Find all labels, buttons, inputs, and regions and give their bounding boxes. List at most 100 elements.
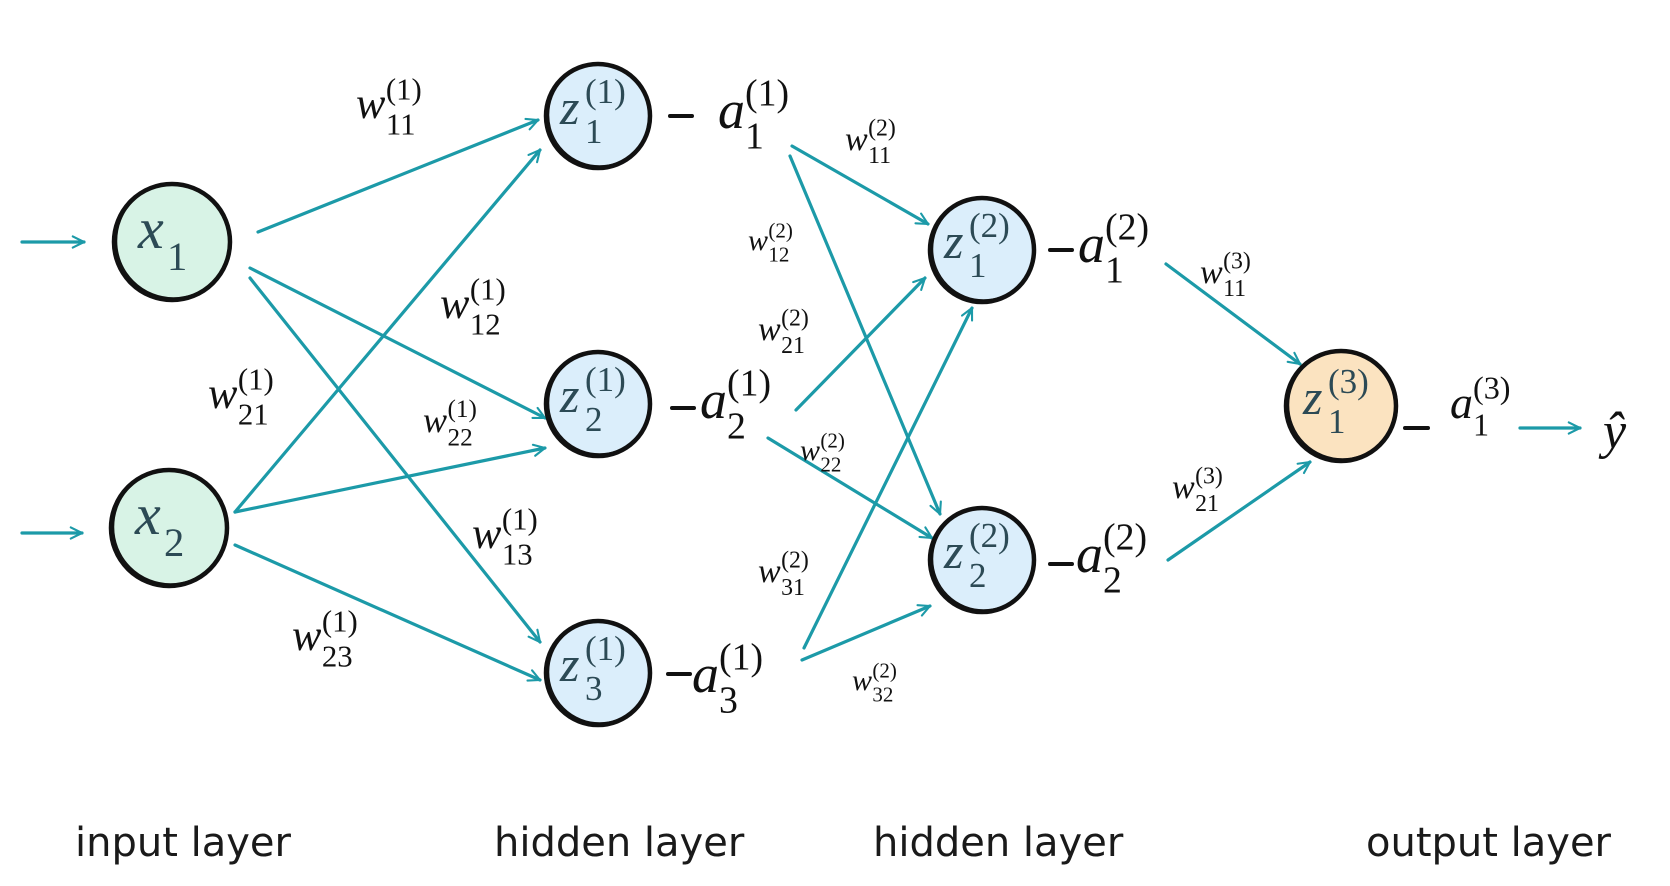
activation-label-a1_3-sub: 1	[1473, 406, 1489, 442]
activation-label-a2_1: a(1)2	[700, 362, 771, 447]
node-label-z2_2-sub: 2	[969, 556, 987, 595]
node-label-z1_3-sup: (3)	[1328, 362, 1369, 401]
weight-label-w23-1-base: w	[292, 611, 322, 660]
weight-label-w22-2-sup: (2)	[820, 428, 845, 452]
node-outline-sketch	[547, 351, 652, 455]
weight-label-w11-1-sub: 11	[386, 108, 416, 142]
edge-a1_1-to-z2_2	[788, 154, 942, 516]
edge-x1-to-z2_1	[248, 266, 547, 420]
weight-label-w22-2-sub: 22	[820, 452, 841, 476]
node-z1_1: z(1)1	[543, 61, 653, 171]
weight-label-w21-2-sub: 21	[781, 333, 805, 359]
activation-label-a1_2: a(2)1	[1078, 206, 1149, 291]
node-label-z1_3: z(3)1	[1302, 362, 1369, 441]
activation-label-a1_1-base: a	[718, 80, 745, 140]
activation-label-a1_2-base: a	[1078, 214, 1105, 274]
edges	[20, 117, 1582, 682]
node-outline-sketch	[115, 183, 232, 299]
layer-labels: input layer hidden layer hidden layer ou…	[75, 820, 1612, 866]
activation-label-a2_1-sub: 2	[727, 406, 746, 448]
weight-label-w12-1-sub: 12	[470, 308, 501, 342]
weight-label-w11-3: w(3)11	[1200, 249, 1251, 302]
node-label-z2_2: z(2)2	[943, 516, 1010, 595]
node-outline-sketch	[931, 197, 1036, 301]
edge-a1_2-to-z1_3	[1164, 262, 1302, 366]
weight-label-w22-1: w(1)22	[423, 396, 477, 452]
weight-label-w22-1-sup: (1)	[447, 396, 476, 423]
weight-label-w11-1-sup: (1)	[386, 73, 422, 107]
weight-label-w21-3: w(3)21	[1172, 464, 1223, 517]
layer-label-hidden-1: hidden layer	[494, 820, 745, 866]
node-label-z1_3-base: z	[1302, 369, 1322, 425]
weight-label-w31-2-sub: 31	[781, 575, 805, 601]
node-label-x1-sub: 1	[167, 234, 187, 279]
weight-label-w13-1-sub: 13	[502, 538, 533, 572]
node-label-z3_1-base: z	[559, 636, 579, 692]
layer-label-output: output layer	[1366, 820, 1612, 866]
activation-label-a1_3-base: a	[1450, 377, 1473, 428]
weight-label-w21-3-base: w	[1172, 469, 1195, 506]
weight-label-w13-1: w(1)13	[472, 503, 538, 572]
node-label-z2_2-base: z	[943, 523, 963, 579]
weight-label-w12-1-base: w	[440, 279, 470, 328]
node-label-z1_1-sub: 1	[585, 112, 603, 151]
weight-label-w32-2: w(2)32	[852, 658, 897, 706]
weight-label-w23-1: w(1)23	[292, 605, 358, 674]
weight-label-w32-2-base: w	[852, 664, 872, 697]
node-label-z2_1-sub: 2	[585, 400, 603, 439]
weight-label-w12-2-sub: 12	[768, 242, 789, 266]
activation-label-a1_2-sup: (2)	[1105, 206, 1149, 248]
node-label-z1_1-sup: (1)	[585, 72, 626, 111]
weight-label-w12-2-base: w	[748, 224, 768, 257]
node-outline-sketch	[547, 620, 652, 724]
weight-label-w21-1: w(1)21	[208, 363, 274, 432]
edge-a2_2-to-z1_3	[1166, 460, 1312, 562]
weight-label-w11-3-sup: (3)	[1223, 249, 1251, 275]
weight-label-w11-2-base: w	[845, 121, 868, 158]
edge-a2_1-to-z1_2	[794, 276, 927, 412]
weight-label-w11-3-sub: 11	[1223, 276, 1246, 302]
activation-label-a3_1-sub: 3	[719, 680, 738, 722]
weight-label-w12-1: w(1)12	[440, 273, 506, 342]
activation-label-a1_1-sup: (1)	[745, 72, 789, 114]
activation-label-a1_2-sub: 1	[1105, 250, 1124, 292]
weight-label-w13-1-base: w	[472, 509, 502, 558]
node-label-z2_1-base: z	[559, 367, 579, 423]
node-z1_3: z(3)1	[1283, 348, 1399, 464]
weight-label-w22-2: w(2)22	[800, 428, 845, 476]
weight-label-w11-3-base: w	[1200, 254, 1223, 291]
edge-x1-to-z3_1	[248, 276, 542, 644]
weight-label-w32-2-sub: 32	[872, 682, 893, 706]
y-hat-label: ŷ	[1598, 403, 1627, 460]
node-label-z2_1-sup: (1)	[585, 360, 626, 399]
weight-label-w21-1-base: w	[208, 369, 238, 418]
activation-label-a3_1: a(1)3	[692, 636, 763, 721]
node-label-x2-base: x	[134, 482, 161, 547]
edge-a1_1-to-z1_2	[790, 144, 930, 226]
node-label-x2-sub: 2	[164, 520, 184, 565]
weight-label-w31-2-base: w	[758, 553, 781, 590]
node-z2_1: z(1)2	[543, 349, 653, 459]
weight-label-w11-2: w(2)11	[845, 116, 896, 169]
activation-label-a2_1-base: a	[700, 370, 727, 430]
node-label-z1_2-sub: 1	[969, 246, 987, 285]
weight-label-w12-2-sup: (2)	[768, 218, 793, 242]
weight-label-w11-2-sub: 11	[868, 143, 891, 169]
activation-label-a1_1-sub: 1	[745, 116, 764, 158]
activation-label-a2_2-sub: 2	[1103, 560, 1122, 602]
weight-label-w22-2-base: w	[800, 434, 820, 467]
node-label-z2_1: z(1)2	[559, 360, 626, 439]
edge-x2-to-z2_1	[233, 443, 547, 514]
activation-label-a2_2-base: a	[1076, 524, 1103, 584]
node-label-z3_1-sub: 3	[585, 669, 603, 708]
weight-label-w21-1-sup: (1)	[238, 363, 274, 397]
weight-label-w22-1-sub: 22	[447, 425, 472, 452]
weight-label-w31-2-sup: (2)	[781, 548, 809, 574]
weight-label-w21-3-sup: (3)	[1195, 464, 1223, 490]
weight-label-w21-3-sub: 21	[1195, 491, 1219, 517]
weight-label-w23-1-sub: 23	[322, 640, 353, 674]
